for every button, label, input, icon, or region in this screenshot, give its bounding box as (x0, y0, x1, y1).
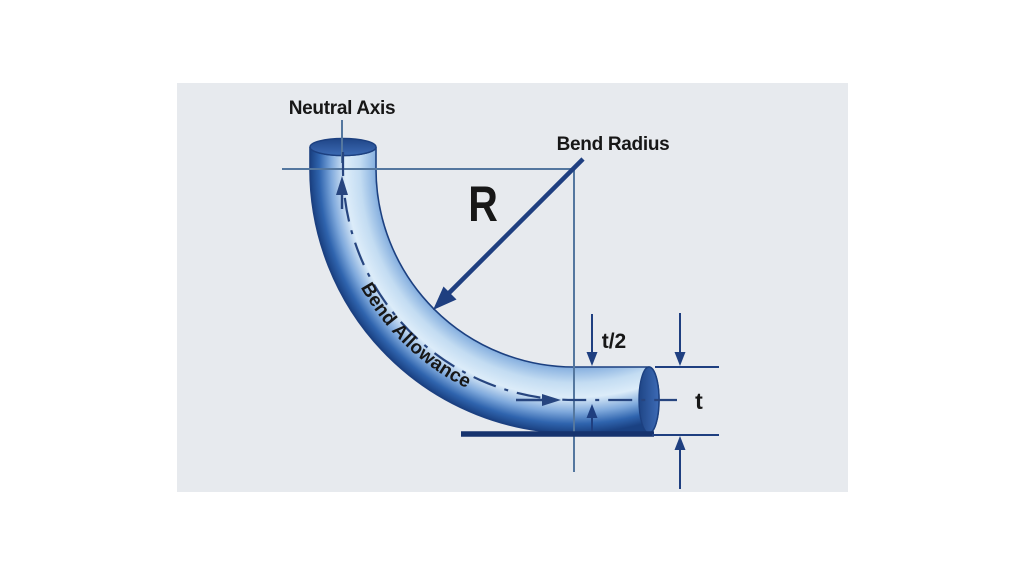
radius-symbol-label: R (468, 176, 498, 232)
t-half-down-arrow-icon (586, 352, 598, 366)
centerline-up-arrow-icon (336, 176, 348, 195)
radius-arrow-shaft (445, 157, 585, 297)
half-thickness-label: t/2 (602, 330, 627, 353)
t-up-arrow-icon (674, 436, 686, 450)
t-half-up-arrow-icon (586, 404, 598, 418)
bend-radius-label: Bend Radius (557, 134, 670, 155)
neutral-axis-label: Neutral Axis (289, 98, 396, 119)
neutral-axis-centerline (336, 152, 677, 406)
centerline-path (341, 152, 677, 402)
centerline-right-arrow-icon (542, 394, 561, 406)
radius-arrowhead-icon (433, 286, 457, 310)
dimension-arrowheads (433, 286, 686, 450)
thickness-label: t (695, 388, 703, 414)
t-down-arrow-icon (674, 352, 686, 366)
dimension-lines (591, 313, 719, 489)
diagram-panel (177, 83, 848, 492)
